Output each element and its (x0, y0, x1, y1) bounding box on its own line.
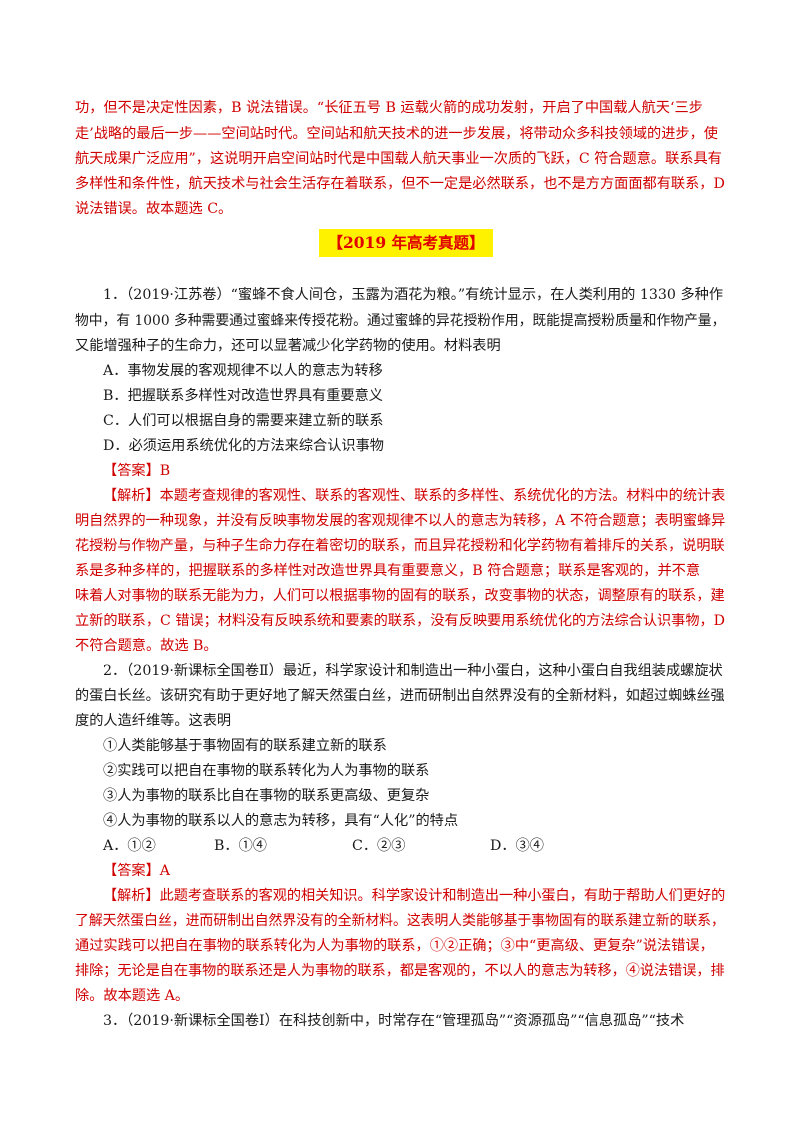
q2-stem-line-1: 2．（2019·新课标全国卷Ⅱ）最近，科学家设计和制造出一种小蛋白，这种小蛋白自… (103, 663, 723, 679)
q2-explanation-line-5: 除。故本题选 A。 (75, 988, 190, 1004)
q2-explanation-line-2: 了解天然蛋白丝，进而研制出自然界没有的全新材料。这表明人类能够基于事物固有的联系… (75, 913, 725, 929)
q2-stem-line-3: 度的人造纤维等。这表明 (75, 713, 232, 729)
top-explanation-line-2: 走’战略的最后一步——空间站时代。空间站和航天技术的进一步发展，将带动众多科技领… (75, 126, 718, 142)
q2-explanation-line-3: 通过实践可以把自在事物的联系转化为人为事物的联系，①②正确；③中“更高级、更复杂… (75, 938, 714, 954)
q1-option-b: B．把握联系多样性对改造世界具有重要意义 (103, 388, 383, 404)
top-explanation-line-4: 多样性和条件性，航天技术与社会生活存在着联系，但不一定是必然联系，也不是方方面面… (75, 176, 725, 192)
q1-explanation-line-3: 花授粉与作物产量，与种子生命力存在着密切的联系，而且异花授粉和化学药物有着排斥的… (75, 538, 725, 554)
q2-item-3: ③人为事物的联系比自在事物的联系更高级、更复杂 (103, 788, 430, 804)
q2-choice-a: A．①② (103, 838, 156, 854)
q1-stem-line-3: 又能增强种子的生命力，还可以显著减少化学药物的使用。材料表明 (75, 338, 501, 354)
q2-item-1: ①人类能够基于事物固有的联系建立新的联系 (103, 738, 387, 754)
q1-option-a: A．事物发展的客观规律不以人的意志为转移 (103, 363, 383, 379)
q2-stem-line-2: 的蛋白长丝。该研究有助于更好地了解天然蛋白丝，进而研制出自然界没有的全新材料，如… (75, 688, 725, 704)
q1-explanation-line-4: 系是多种多样的，把握联系的多样性对改造世界具有重要意义，B 符合题意；联系是客观… (75, 563, 701, 579)
q1-explanation-line-7: 不符合题意。故选 B。 (75, 638, 218, 654)
q2-choice-d: D．③④ (490, 838, 544, 854)
q1-option-d: D．必须运用系统优化的方法来综合认识事物 (103, 438, 384, 454)
section-title: 【2019 年高考真题】 (319, 229, 493, 257)
q2-explanation-line-1: 【解析】此题考查联系的客观的相关知识。科学家设计和制造出一种小蛋白，有助于帮助人… (103, 888, 726, 904)
q2-answer: 【答案】A (103, 863, 170, 879)
q1-stem-line-2: 物中，有 1000 多种需要通过蜜蜂来传授花粉。通过蜜蜂的异花授粉作用，既能提高… (75, 313, 726, 329)
top-explanation-line-3: 航天成果广泛应用”，这说明开启空间站时代是中国载人航天事业一次质的飞跃，C 符合… (75, 151, 722, 167)
q1-option-c: C．人们可以根据自身的需要来建立新的联系 (103, 413, 384, 429)
q1-explanation-line-5: 味着人对事物的联系无能为力，人们可以根据事物的固有的联系，改变事物的状态，调整原… (75, 588, 725, 604)
q1-explanation-line-2: 明自然界的一种现象，并没有反映事物发展的客观规律不以人的意志为转移，A 不符合题… (75, 513, 726, 529)
q1-explanation-line-6: 立新的联系，C 错误；材料没有反映系统和要素的联系，没有反映要用系统优化的方法综… (75, 613, 726, 629)
q2-explanation-line-4: 排除；无论是自在事物的联系还是人为事物的联系，都是客观的，不以人的意志为转移，④… (75, 963, 725, 979)
q2-item-2: ②实践可以把自在事物的联系转化为人为事物的联系 (103, 763, 430, 779)
q2-choice-c: C．②③ (352, 838, 406, 854)
top-explanation-line-1: 功，但不是决定性因素，B 说法错误。“长征五号 B 运载火箭的成功发射，开启了中… (75, 100, 703, 116)
q2-item-4: ④人为事物的联系以人的意志为转移，具有“人化”的特点 (103, 813, 459, 829)
q1-answer: 【答案】B (103, 463, 171, 479)
q1-explanation-line-1: 【解析】本题考查规律的客观性、联系的客观性、联系的多样性、系统优化的方法。材料中… (103, 488, 726, 504)
q3-stem-line-1: 3．（2019·新课标全国卷Ⅰ）在科技创新中，时常存在“管理孤岛”“资源孤岛”“… (103, 1013, 685, 1029)
q2-choice-b: B．①④ (214, 838, 267, 854)
q1-stem-line-1: 1．（2019·江苏卷）“蜜蜂不食人间仓，玉露为酒花为粮。”有统计显示，在人类利… (103, 287, 724, 303)
top-explanation-line-5: 说法错误。故本题选 C。 (75, 201, 233, 217)
